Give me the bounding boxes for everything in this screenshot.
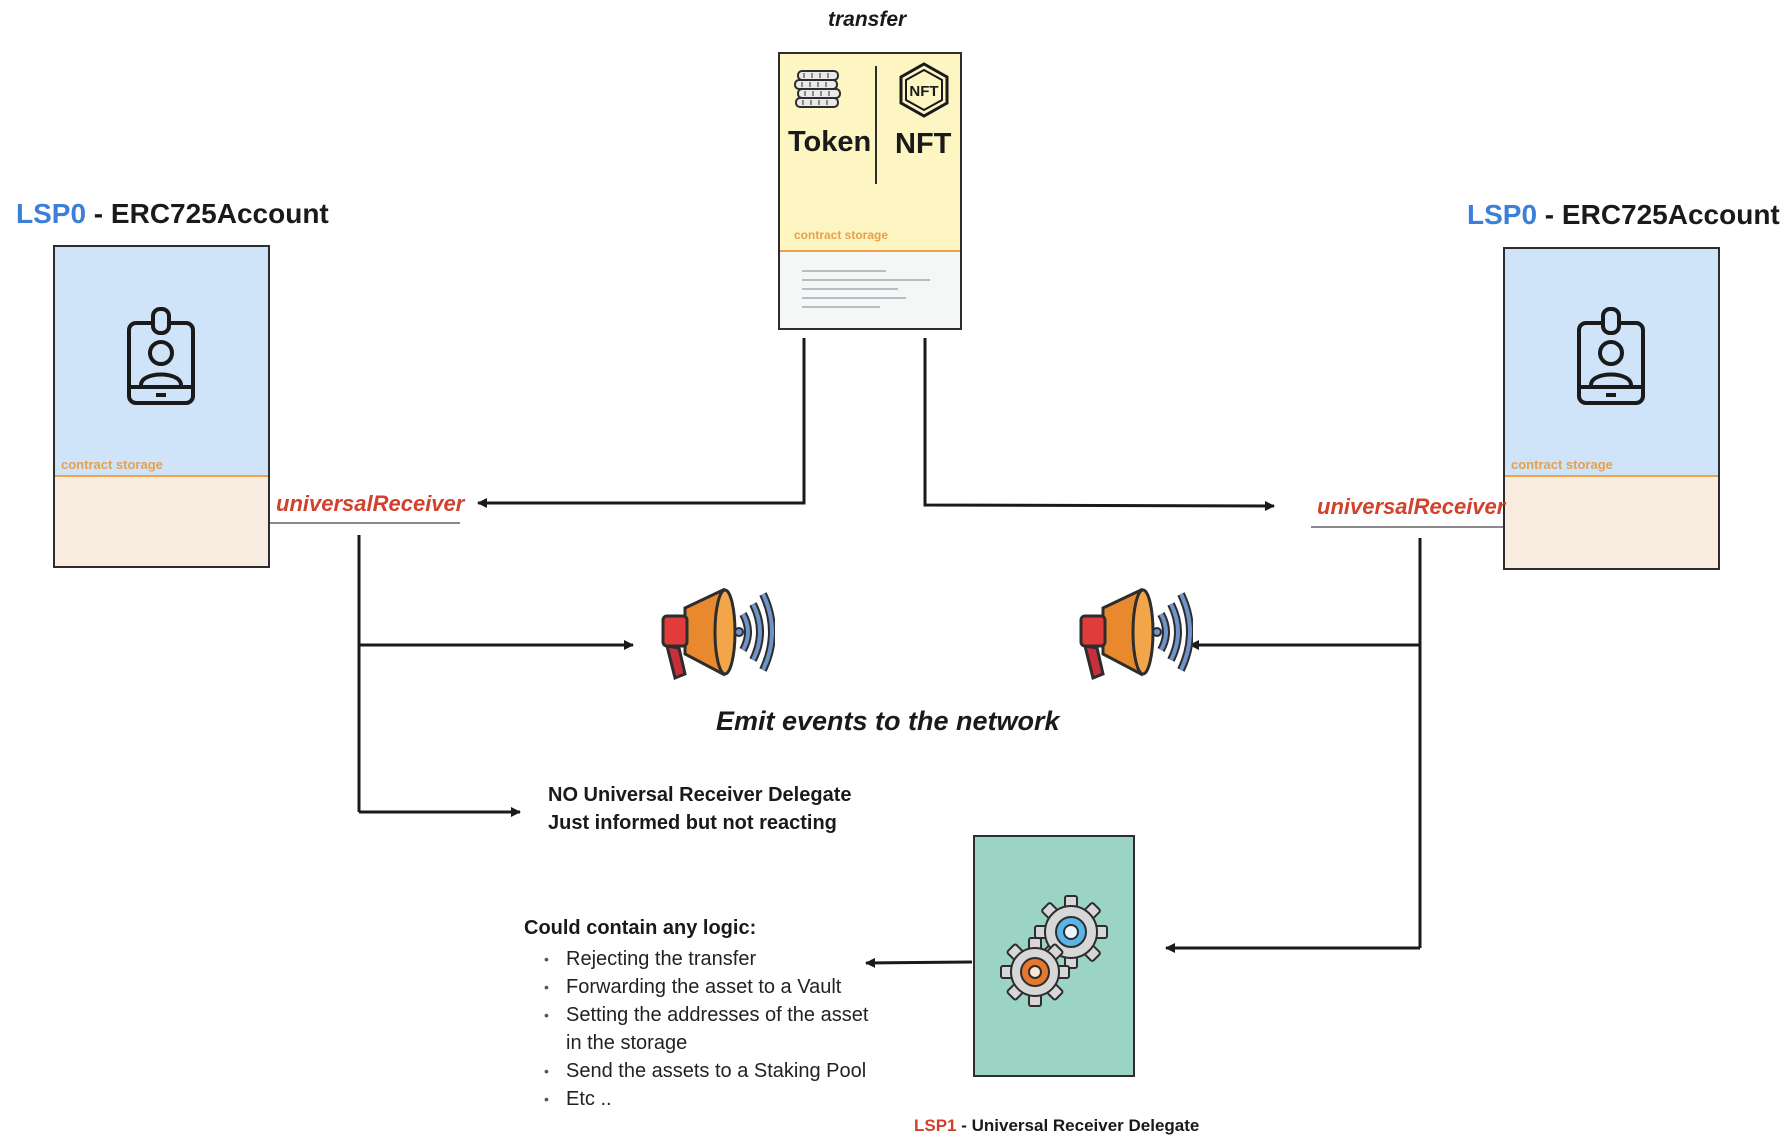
right-account-contract: contract storage	[1503, 247, 1720, 570]
arrow-delegate-to-logic	[865, 957, 973, 968]
left-universal-receiver: universalReceiver	[276, 491, 465, 516]
no-delegate-line1: NO Universal Receiver Delegate	[548, 784, 852, 806]
logic-list: Rejecting the transfer Forwarding the as…	[524, 945, 868, 1113]
list-item: Send the assets to a Staking Pool	[524, 1057, 868, 1085]
left-account-title: LSP0 - ERC725Account	[16, 198, 329, 229]
delegate-caption: LSP1 - Universal Receiver Delegate	[914, 1116, 1200, 1135]
megaphone-icon	[661, 588, 775, 681]
list-item: Rejecting the transfer	[524, 945, 868, 973]
transfer-label: transfer	[828, 8, 907, 31]
right-receiver-underline	[1311, 526, 1503, 528]
list-item: Setting the addresses of the asset	[524, 1001, 868, 1029]
list-item: Forwarding the asset to a Vault	[524, 973, 868, 1001]
token-label: Token	[788, 126, 872, 158]
no-delegate-line2: Just informed but not reacting	[548, 812, 837, 834]
right-storage-label: contract storage	[1511, 457, 1613, 472]
megaphone-icon	[1079, 588, 1193, 681]
svg-text:NFT: NFT	[909, 83, 938, 100]
asset-divider	[875, 66, 877, 184]
no-delegate-note: NO Universal Receiver Delegate Just info…	[548, 781, 852, 837]
nft-label: NFT	[895, 128, 952, 160]
list-item: in the storage	[566, 1032, 688, 1054]
coins-icon	[794, 70, 841, 108]
left-receiver-underline	[270, 522, 460, 524]
logic-title: Could contain any logic:	[524, 917, 757, 939]
arrow-to-left-receiver	[477, 338, 806, 508]
gears-icon	[1000, 895, 1108, 1007]
arrow-to-right-receiver	[923, 338, 1275, 511]
id-badge-icon	[1577, 307, 1645, 405]
delegate-contract	[973, 835, 1135, 1077]
asset-storage-code	[780, 250, 960, 328]
emit-events-label: Emit events to the network	[716, 706, 1060, 736]
right-account-title: LSP0 - ERC725Account	[1467, 199, 1780, 230]
nft-icon: NFT	[899, 62, 949, 118]
id-badge-icon	[127, 307, 195, 405]
list-item: Etc ..	[524, 1085, 868, 1113]
right-universal-receiver: universalReceiver	[1317, 494, 1506, 519]
asset-contract: NFT Token NFT contract storage	[778, 52, 962, 330]
left-account-contract: contract storage	[53, 245, 270, 568]
left-storage-label: contract storage	[61, 457, 163, 472]
asset-storage-label: contract storage	[794, 228, 889, 242]
